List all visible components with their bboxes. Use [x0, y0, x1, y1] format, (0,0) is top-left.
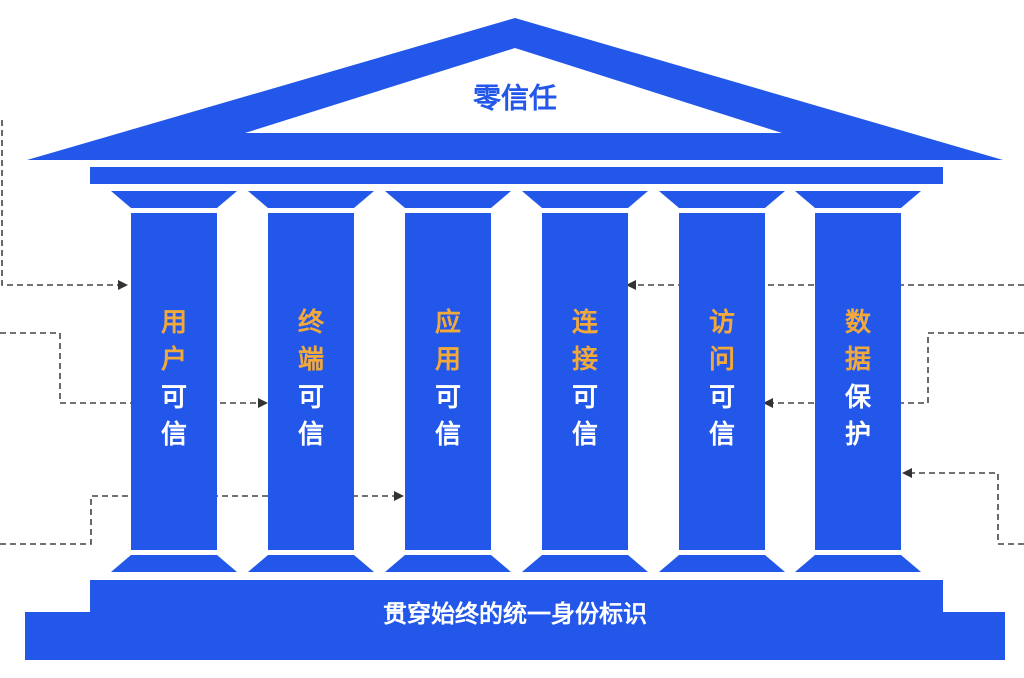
entablature — [90, 167, 943, 184]
pillar-label-char: 护 — [845, 420, 871, 450]
pillar-capital — [248, 191, 374, 208]
pillar-label-char: 户 — [161, 344, 187, 375]
connector-data — [909, 472, 1024, 545]
pillar-label-char: 信 — [709, 420, 735, 450]
pillar-label-char: 端 — [298, 345, 324, 375]
pillar-label-char: 可 — [709, 383, 735, 413]
diagram-title: 零信任 — [473, 82, 557, 115]
pillar-capital — [795, 191, 921, 208]
pillar-capital — [385, 191, 511, 208]
pillar-label-char: 可 — [435, 383, 461, 413]
pillar-shaft — [815, 213, 901, 550]
pillar-shaft — [542, 213, 628, 550]
pillar-label-char: 问 — [709, 345, 735, 375]
pillar-base — [795, 555, 921, 572]
arrow-icon — [258, 398, 268, 408]
arrow-icon — [626, 280, 636, 290]
pillar-base — [248, 555, 374, 572]
pillar-label-char: 信 — [161, 420, 187, 450]
pillar-label-char: 应 — [435, 307, 461, 338]
pillar-shaft — [405, 213, 491, 550]
pillar-shaft — [131, 213, 217, 550]
pillar-base — [111, 555, 237, 572]
roof: 零信任 — [27, 18, 1003, 184]
arrow-icon — [763, 398, 773, 408]
pillar-capital — [111, 191, 237, 208]
pillar-label-char: 数 — [845, 308, 872, 338]
foundation-label: 贯穿始终的统一身份标识 — [383, 600, 647, 628]
foundation: 贯穿始终的统一身份标识 — [25, 580, 1005, 660]
pillar-capital — [522, 191, 648, 208]
pillar-label-char: 据 — [845, 345, 871, 375]
pillar-shaft — [268, 213, 354, 550]
pillar-label-char: 信 — [298, 420, 324, 450]
pillar-shaft — [679, 213, 765, 550]
pillar-label-char: 接 — [572, 345, 598, 375]
pillar-label-char: 保 — [844, 383, 872, 413]
arrow-icon — [118, 280, 128, 290]
pillar-label-char: 可 — [161, 383, 187, 413]
pillar-label-char: 访 — [709, 308, 735, 338]
pillar-capital — [659, 191, 785, 208]
pillar-label-char: 可 — [298, 383, 324, 413]
pillar-label-char: 终 — [298, 307, 325, 338]
pillar-label-char: 信 — [572, 420, 598, 450]
pillar-label-char: 用 — [161, 308, 187, 338]
pillar-label-char: 用 — [435, 345, 461, 375]
pillar-base — [385, 555, 511, 572]
arrow-icon — [902, 468, 912, 478]
connector-user — [1, 120, 120, 286]
connector-app — [0, 495, 396, 545]
arrow-icon — [394, 491, 404, 501]
pillar-base — [659, 555, 785, 572]
pillar-label-char: 信 — [435, 420, 461, 450]
pillar-base — [522, 555, 648, 572]
pillar-label-char: 连 — [572, 308, 599, 338]
pillar-label-char: 可 — [572, 383, 598, 413]
